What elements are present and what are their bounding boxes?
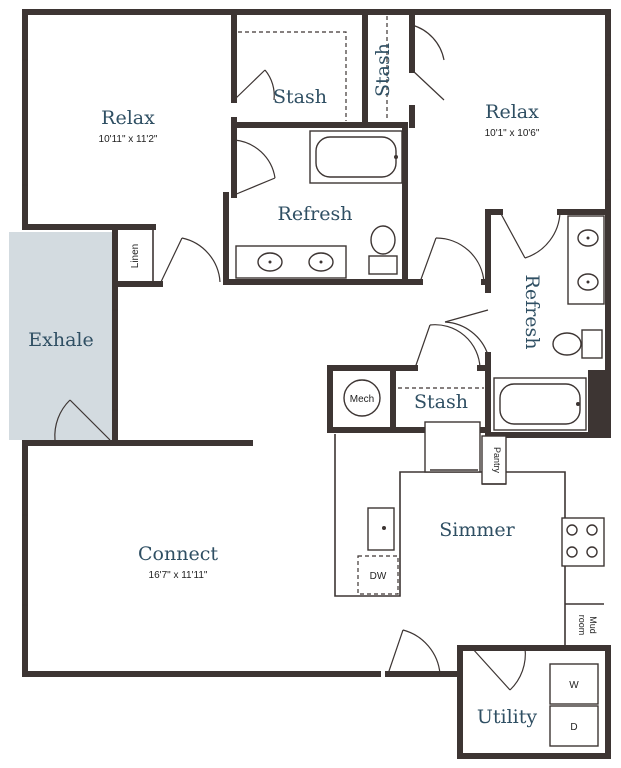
utility-label: Utility [477, 706, 538, 728]
connect-label: Connect [138, 543, 218, 565]
stash-top-label: Stash [273, 86, 327, 108]
mudroom-label-1: Mud [588, 616, 598, 634]
relax-right-label: Relax [485, 101, 539, 123]
mech-label: Mech [350, 394, 374, 405]
stash-vertical-label: Stash [372, 43, 394, 97]
toilet-icon [552, 332, 582, 356]
shaft [588, 370, 608, 435]
windows [22, 19, 611, 606]
burner-icon [586, 546, 598, 558]
burner-icon [566, 524, 578, 536]
linen-label: Linen [130, 244, 141, 268]
relax-left-label: Relax [101, 107, 155, 129]
refresh-side-fixtures [493, 215, 605, 431]
kitchen-fixtures [334, 421, 605, 648]
refresh-main-label: Refresh [278, 203, 353, 225]
exhale-balcony [9, 232, 113, 440]
dw-label: DW [370, 571, 387, 582]
exhale-label: Exhale [28, 329, 93, 351]
mech-unit [343, 379, 381, 417]
refresh-main-fixtures [235, 130, 403, 279]
burner-icon [586, 524, 598, 536]
burner-icon [566, 546, 578, 558]
interior-walls [223, 9, 611, 677]
pantry-label: Pantry [492, 447, 502, 474]
vanity [567, 215, 605, 305]
refresh-side-label: Refresh [521, 275, 543, 350]
dishwasher [357, 555, 399, 595]
simmer-label: Simmer [439, 519, 515, 541]
connect-dims: 16'7" x 11'11" [149, 570, 208, 581]
relax-right-dims: 10'1" x 10'6" [485, 128, 540, 139]
dryer [549, 705, 599, 747]
relax-left-dims: 10'11" x 11'2" [99, 134, 158, 145]
washer [549, 663, 599, 705]
sink [367, 507, 395, 551]
washer-label: W [569, 680, 579, 691]
closet-shelves [238, 16, 484, 389]
refrigerator [424, 421, 481, 473]
pantry [481, 435, 507, 485]
exterior-walls [22, 9, 611, 759]
mudroom-label-2: room [577, 615, 587, 636]
dryer-label: D [570, 722, 577, 733]
toilet-icon [370, 225, 396, 255]
door-swings [54, 24, 561, 691]
stash-hall-label: Stash [414, 391, 468, 413]
range [561, 517, 605, 567]
